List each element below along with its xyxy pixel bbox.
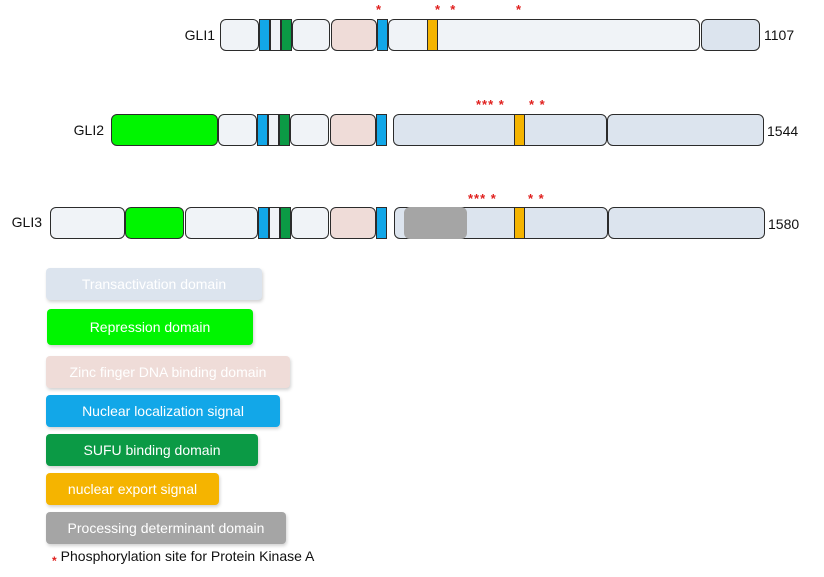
nls-marker [259,19,270,51]
pka-star-icon: * [52,554,57,568]
sufu-marker [280,207,291,239]
nls-marker [258,207,269,239]
domain-segment [388,19,700,51]
legend-processing: Processing determinant domain [46,512,286,544]
protein-length: 1107 [764,27,795,43]
domain-segment [268,114,279,146]
sufu-marker [281,19,292,51]
pka-site-marker: * * [529,97,546,112]
transactivation-domain [608,207,765,239]
repression-domain [125,207,184,239]
domain-segment [270,19,281,51]
protein-length: 1580 [768,216,800,232]
footnote: *Phosphorylation site for Protein Kinase… [52,548,315,568]
transactivation-domain [393,114,607,146]
zinc-finger-domain [331,19,377,51]
domain-segment [292,19,330,51]
protein-length: 1544 [767,123,799,139]
domain-segment [185,207,258,239]
domain-segment [220,19,259,51]
legend-nls: Nuclear localization signal [46,395,280,427]
zinc-finger-domain [330,207,376,239]
transactivation-domain [607,114,764,146]
nes-marker [514,207,525,239]
protein-name: GLI2 [73,122,104,138]
pka-site-marker: * * [528,191,545,206]
nes-marker [514,114,525,146]
nls-marker [376,207,387,239]
legend-transactivation: Transactivation domain [46,268,262,300]
pka-site-marker: *** * [476,97,505,112]
legend-zinc-finger: Zinc finger DNA binding domain [46,356,290,388]
zinc-finger-domain [330,114,376,146]
pka-site-marker: * [516,2,523,17]
sufu-marker [279,114,290,146]
nls-marker [376,114,387,146]
pka-site-marker: * [376,2,383,17]
domain-segment [50,207,125,239]
domain-segment [291,207,329,239]
protein-name: GLI1 [184,27,215,43]
legend-sufu: SUFU binding domain [46,434,258,466]
repression-domain [111,114,218,146]
footnote-text: Phosphorylation site for Protein Kinase … [60,548,315,564]
legend-nes: nuclear export signal [46,473,219,505]
transactivation-domain [701,19,760,51]
legend-repression: Repression domain [47,309,253,345]
processing-determinant-domain [404,207,467,239]
domain-segment [269,207,280,239]
domain-segment [290,114,329,146]
nls-marker [377,19,388,51]
pka-site-marker: * * [435,2,457,17]
nes-marker [427,19,438,51]
protein-name: GLI3 [11,214,42,230]
nls-marker [257,114,268,146]
domain-segment [218,114,257,146]
pka-site-marker: *** * [468,191,497,206]
